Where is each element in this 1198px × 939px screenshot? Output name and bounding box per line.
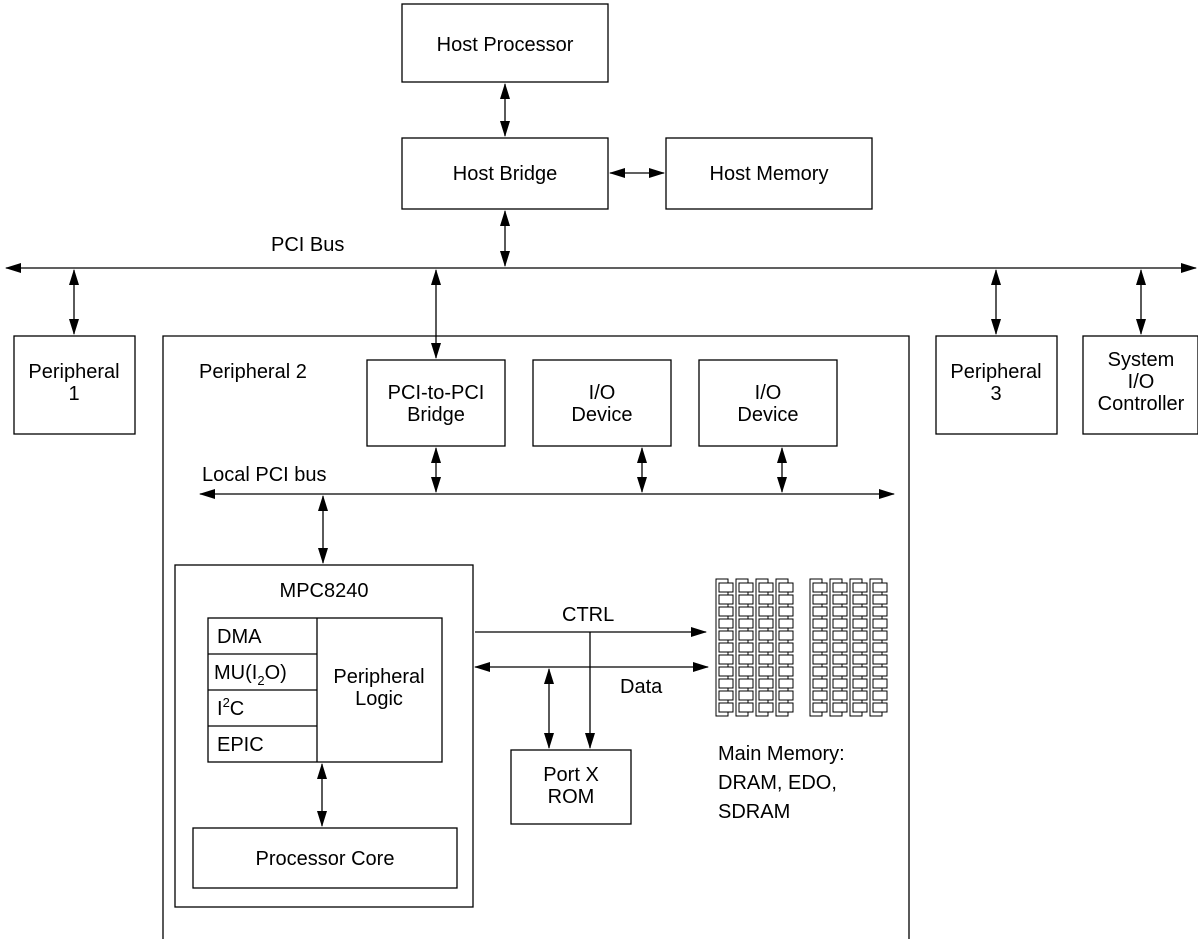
mpc8240-block: MPC8240 DMA MU(I2O) I2C EPIC Peripheral … xyxy=(174,564,474,908)
host-memory-block: Host Memory xyxy=(665,137,873,210)
port-x-rom-label-line1: Port X xyxy=(543,764,599,786)
system-io-controller-label-line1: System xyxy=(1108,349,1175,371)
io-device-2-label-line1: I/O xyxy=(755,382,782,404)
pci-bus-label: PCI Bus xyxy=(271,234,344,256)
port-x-rom-label-line2: ROM xyxy=(548,786,595,808)
peripheral3-label-line1: Peripheral xyxy=(950,361,1041,383)
main-memory-bank-1 xyxy=(715,578,794,717)
system-io-controller-label-line2: I/O xyxy=(1128,371,1155,393)
processor-core-block: Processor Core xyxy=(192,827,458,889)
system-io-controller-label-line3: Controller xyxy=(1098,393,1185,415)
pci-to-pci-bridge-label-line2: Bridge xyxy=(407,404,465,426)
mu-i2o-label: MU(I2O) xyxy=(214,662,287,688)
processor-core-label: Processor Core xyxy=(256,848,395,870)
host-processor-label: Host Processor xyxy=(437,34,574,56)
main-memory-bank-2 xyxy=(809,578,888,717)
system-io-controller-block: System I/O Controller xyxy=(1082,335,1198,435)
peripheral1-label-line1: Peripheral xyxy=(28,361,119,383)
local-pci-bus-label: Local PCI bus xyxy=(202,464,327,486)
io-device-2-block: I/O Device xyxy=(698,359,838,447)
ctrl-label: CTRL xyxy=(562,604,614,626)
peripheral1-block: Peripheral 1 xyxy=(13,335,136,435)
host-bridge-block: Host Bridge xyxy=(401,137,609,210)
i2c-label: I2C xyxy=(217,695,244,720)
peripheral3-label-line2: 3 xyxy=(990,383,1001,405)
pci-to-pci-bridge-block: PCI-to-PCI Bridge xyxy=(366,359,506,447)
io-device-2-label-line2: Device xyxy=(737,404,798,426)
dma-label: DMA xyxy=(217,626,262,648)
epic-label: EPIC xyxy=(217,734,264,756)
io-device-1-label-line1: I/O xyxy=(589,382,616,404)
peripheral1-label-line2: 1 xyxy=(68,383,79,405)
io-device-1-label-line2: Device xyxy=(571,404,632,426)
main-memory-label-line3: SDRAM xyxy=(718,801,790,823)
host-processor-block: Host Processor xyxy=(401,3,609,83)
main-memory-label-line2: DRAM, EDO, xyxy=(718,772,837,794)
host-memory-label: Host Memory xyxy=(710,163,829,185)
host-bridge-label: Host Bridge xyxy=(453,163,558,185)
peripheral-logic-label-line2: Logic xyxy=(355,688,403,710)
peripheral3-block: Peripheral 3 xyxy=(935,335,1058,435)
mpc8240-label: MPC8240 xyxy=(280,580,369,602)
peripheral2-label: Peripheral 2 xyxy=(199,361,307,383)
main-memory-label-line1: Main Memory: xyxy=(718,743,845,765)
io-device-1-block: I/O Device xyxy=(532,359,672,447)
peripheral-logic-label-line1: Peripheral xyxy=(333,666,424,688)
mpc8240-unit-table: DMA MU(I2O) I2C EPIC Peripheral Logic xyxy=(207,617,443,763)
peripheral2-container: Peripheral 2 xyxy=(162,335,910,939)
pci-to-pci-bridge-label-line1: PCI-to-PCI xyxy=(388,382,485,404)
data-label: Data xyxy=(620,676,663,698)
port-x-rom-block: Port X ROM xyxy=(510,749,632,825)
